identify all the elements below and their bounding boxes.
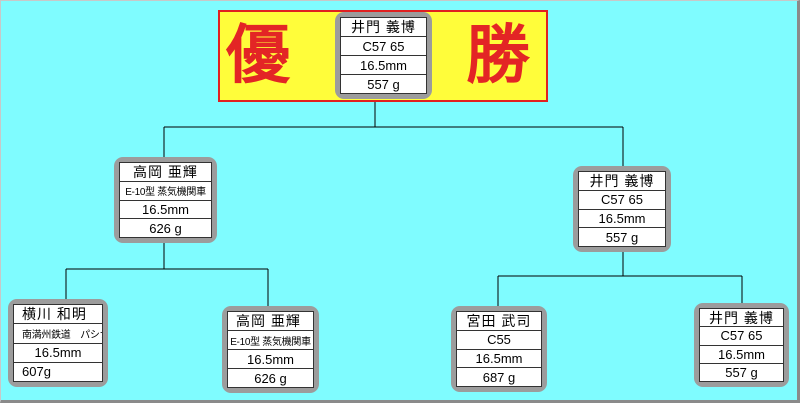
semifinal-left-weight: 626 g — [149, 220, 182, 236]
winner-model: C57 65 — [341, 37, 426, 56]
winner-weight: 557 g — [367, 76, 400, 92]
round1-d-gauge: 16.5mm — [700, 346, 783, 364]
round1-a-weight: 607g — [22, 364, 51, 380]
winner-name: 井門 義博 — [341, 18, 426, 37]
round1-d-model: C57 65 — [700, 327, 783, 346]
semifinal-right-name: 井門 義博 — [579, 172, 665, 191]
banner-char-left: 優 — [226, 19, 290, 93]
semifinal-left-name: 高岡 亜輝 — [120, 163, 211, 182]
round1-card-c: 宮田 武司 C55 16.5mm 687 g — [451, 306, 547, 392]
round1-a-gauge: 16.5mm — [14, 344, 102, 363]
round1-c-model: C55 — [457, 331, 541, 350]
round1-b-name: 高岡 亜輝 — [228, 312, 313, 331]
round1-c-gauge: 16.5mm — [457, 350, 541, 369]
semifinal-left-card: 高岡 亜輝 E-10型 蒸気機関車 16.5mm 626 g — [114, 157, 217, 243]
winner-gauge: 16.5mm — [341, 56, 426, 75]
round1-b-weight: 626 g — [254, 370, 287, 386]
round1-card-d: 井門 義博 C57 65 16.5mm 557 g — [694, 303, 789, 387]
round1-d-name: 井門 義博 — [700, 309, 783, 328]
round1-a-name: 横川 和明 — [14, 305, 102, 325]
banner-char-right: 勝 — [466, 19, 530, 93]
semifinal-left-gauge: 16.5mm — [120, 201, 211, 220]
round1-c-weight: 687 g — [482, 369, 516, 385]
semifinal-right-weight: 557 g — [605, 229, 639, 245]
round1-card-b: 高岡 亜輝 E-10型 蒸気機関車 16.5mm 626 g — [222, 306, 319, 393]
semifinal-left-model: E-10型 蒸気機関車 — [120, 182, 211, 201]
round1-b-gauge: 16.5mm — [228, 350, 313, 369]
round1-card-a: 横川 和明 南満州鉄道 パシナ 16.5mm 607g — [8, 299, 108, 387]
semifinal-right-card: 井門 義博 C57 65 16.5mm 557 g — [573, 166, 671, 252]
round1-b-model: E-10型 蒸気機関車 — [228, 331, 313, 350]
round1-d-weight: 557 g — [725, 364, 758, 380]
round1-c-name: 宮田 武司 — [457, 312, 541, 331]
semifinal-right-gauge: 16.5mm — [579, 210, 665, 229]
round1-a-model: 南満州鉄道 パシナ — [14, 324, 102, 344]
semifinal-right-model: C57 65 — [579, 191, 665, 210]
winner-card: 井門 義博 C57 65 16.5mm 557 g — [335, 12, 432, 99]
